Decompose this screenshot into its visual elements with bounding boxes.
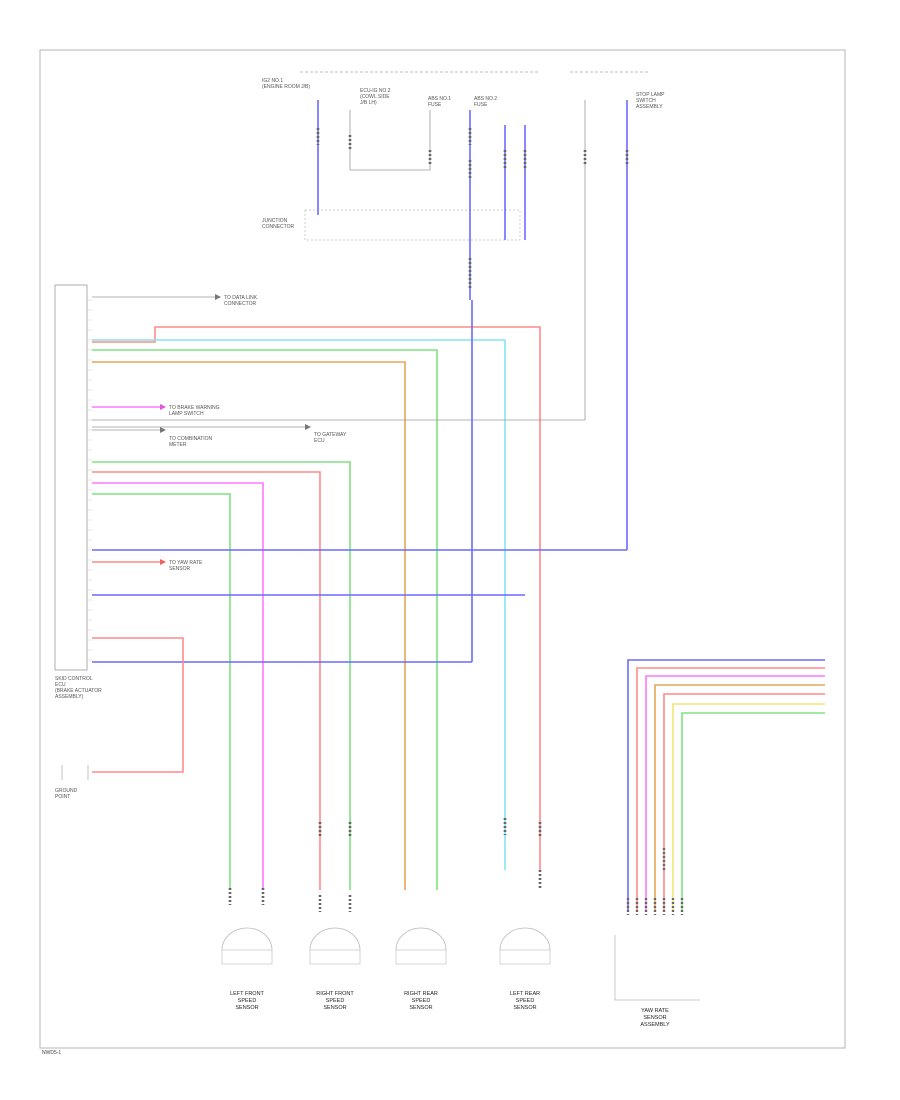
- yaw-connector-box: [614, 935, 700, 1001]
- ecu-wires: [92, 294, 627, 890]
- footer-ref: NWD5-1: [42, 1050, 61, 1056]
- sensor-3-line-1: RIGHT REAR: [404, 991, 438, 997]
- side-label-warning-2: LAMP SWITCH: [169, 411, 204, 417]
- arrow-data-link: [215, 294, 221, 300]
- sensor-left-front: LEFT FRONT SPEED SENSOR: [221, 927, 273, 1011]
- side-label-yaw-1: TO YAW RATE: [169, 560, 203, 566]
- sensor-3-line-3: SENSOR: [409, 1005, 432, 1011]
- ecu-caption-1: SKID CONTROL: [55, 676, 93, 682]
- connector-box-line-3: ASSEMBLY: [640, 1022, 670, 1028]
- bundle-yellow: [672, 703, 825, 910]
- side-label-data-link-2: CONNECTOR: [224, 301, 257, 307]
- wire-red-2: [92, 471, 321, 890]
- top-component-1-line-2: (ENGINE ROOM J/B): [262, 84, 310, 90]
- bundle-red-2: [663, 693, 825, 910]
- bundle-connector-marks: [626, 848, 684, 915]
- side-label-warning-1: TO BRAKE WARNING: [169, 405, 220, 411]
- side-label-data-link-1: TO DATA LINK: [224, 295, 258, 301]
- ecu-caption-4: ASSEMBLY): [55, 694, 84, 700]
- bundle-green: [681, 712, 825, 910]
- wire-orange: [92, 361, 406, 890]
- side-label-gateway-2: ECU: [314, 438, 325, 444]
- sensor-1-line-2: SPEED: [238, 998, 257, 1004]
- top-component-2-line-1: ECU-IG NO.2: [360, 88, 391, 94]
- side-label-meter-2: METER: [169, 442, 187, 448]
- junction-label-1: JUNCTION: [262, 218, 288, 224]
- top-component-5-line-2: SWITCH: [636, 98, 656, 104]
- sensor-2-line-3: SENSOR: [323, 1005, 346, 1011]
- diagram-frame: [39, 49, 846, 1049]
- wire-green-2: [92, 461, 351, 890]
- top-component-2-line-3: J/B LH): [360, 100, 377, 106]
- arrow-warning: [160, 404, 166, 410]
- bundle-blue: [627, 659, 825, 910]
- wire-cyan: [92, 339, 506, 870]
- sensor-right-rear: RIGHT REAR SPEED SENSOR: [395, 927, 447, 1011]
- sensor-1-line-3: SENSOR: [235, 1005, 258, 1011]
- junction-label-2: CONNECTOR: [262, 224, 295, 230]
- right-bundle: [627, 659, 825, 910]
- bundle-orange: [654, 684, 825, 910]
- wire-red-main: [92, 326, 541, 870]
- connector-marks: [228, 128, 629, 912]
- top-wires: [317, 100, 628, 550]
- top-component-1-line-1: IG2 NO.1: [262, 78, 283, 84]
- wire-ground: [92, 637, 184, 773]
- top-component-5-line-1: STOP LAMP: [636, 92, 665, 98]
- top-component-3-line-1: ABS NO.1: [428, 96, 451, 102]
- ecu-box: [54, 284, 88, 671]
- connector-box-line-1: YAW RATE: [641, 1008, 669, 1014]
- wire-pink-2: [92, 482, 264, 890]
- ground-label-2: POINT: [55, 794, 70, 800]
- wire-green-1: [92, 349, 438, 890]
- ground-label-1: GROUND: [55, 788, 78, 794]
- ecu-caption-3: (BRAKE ACTUATOR: [55, 688, 102, 694]
- ecu-caption-2: ECU: [55, 682, 66, 688]
- top-component-4-line-1: ABS NO.2: [474, 96, 497, 102]
- junction-connector: [304, 209, 521, 241]
- sensor-4-line-3: SENSOR: [513, 1005, 536, 1011]
- side-labels: TO DATA LINK CONNECTOR TO BRAKE WARNING …: [169, 295, 347, 572]
- sensor-left-rear: LEFT REAR SPEED SENSOR: [499, 927, 551, 1011]
- ecu-pin-ticks: [87, 299, 92, 661]
- bundle-pink: [645, 675, 825, 910]
- top-component-3-line-2: FUSE: [428, 102, 442, 108]
- wire-ecu-ig-loop: [350, 110, 431, 171]
- sensor-4-line-2: SPEED: [516, 998, 535, 1004]
- sensor-right-front: RIGHT FRONT SPEED SENSOR: [309, 927, 361, 1011]
- wire-green-3: [92, 493, 231, 890]
- side-label-meter-1: TO COMBINATION: [169, 436, 213, 442]
- side-label-yaw-2: SENSOR: [169, 566, 191, 572]
- arrow-meter: [160, 427, 166, 433]
- ground-point: GROUND POINT: [55, 765, 89, 800]
- arrow-gateway: [305, 424, 311, 430]
- sensor-1-line-1: LEFT FRONT: [230, 991, 264, 997]
- top-component-5-line-3: ASSEMBLY: [636, 104, 663, 110]
- speed-sensors: LEFT FRONT SPEED SENSOR RIGHT FRONT SPEE…: [221, 927, 551, 1011]
- top-component-2-line-2: (COWL SIDE: [360, 94, 390, 100]
- sensor-2-line-2: SPEED: [326, 998, 345, 1004]
- sensor-3-line-2: SPEED: [412, 998, 431, 1004]
- sensor-2-line-1: RIGHT FRONT: [316, 991, 354, 997]
- sensor-4-line-1: LEFT REAR: [510, 991, 540, 997]
- top-component-4-line-2: FUSE: [474, 102, 488, 108]
- connector-box-line-2: SENSOR: [643, 1015, 666, 1021]
- top-components: IG2 NO.1 (ENGINE ROOM J/B) ECU-IG NO.2 (…: [262, 71, 665, 110]
- bundle-red: [636, 667, 825, 910]
- side-label-gateway-1: TO GATEWAY: [314, 432, 347, 438]
- arrow-yaw: [160, 559, 166, 565]
